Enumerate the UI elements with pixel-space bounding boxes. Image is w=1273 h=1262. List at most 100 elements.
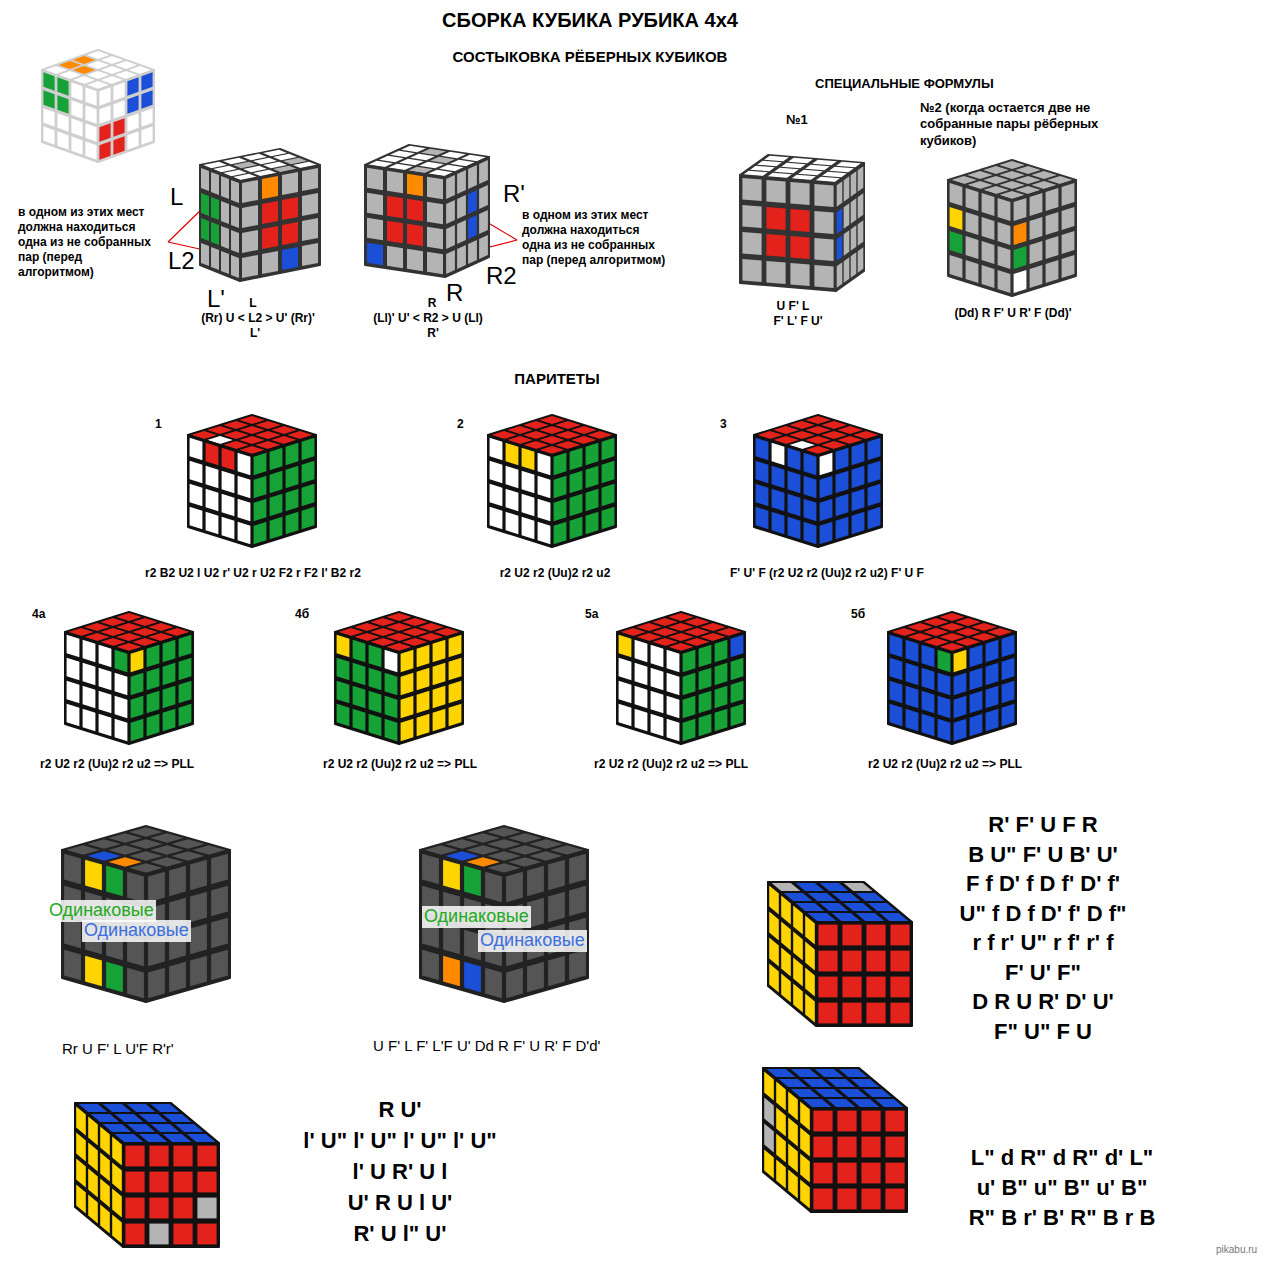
cube-sticker [457,245,466,269]
cube-sticker [270,448,283,470]
cube-sticker [890,977,909,998]
cube-sticker [353,686,366,708]
cube-sticker [844,230,850,256]
cube-sticker [100,618,126,626]
cube-sticker [954,719,967,741]
cube-sticker [756,461,769,483]
cube-sticker [85,123,96,141]
cube-face [445,157,489,277]
cube-face [129,632,193,744]
cube-sticker [839,1069,868,1077]
cube-sticker [132,618,158,626]
cube-sticker [370,618,396,626]
cube-sticker [286,512,299,534]
formula-text: F' L' F U' [738,314,858,328]
formula-text: U F' L [733,299,853,313]
cube-sticker [129,827,163,837]
cube-sticker [923,628,949,636]
cube-sticker [602,484,615,506]
cube-sticker [837,1137,856,1158]
cube-sticker [667,673,680,695]
cube-sticker [337,704,350,726]
cube-sticker [821,421,847,429]
cube-sticker [950,207,963,230]
cube-sticker [966,260,979,283]
cube-sticker [554,499,567,521]
move-letter: L2 [168,247,195,276]
cube-sticker [715,663,728,685]
cube-sticker [151,1104,180,1112]
cube-sticker [789,421,815,429]
cube-sticker [815,1089,844,1097]
cube-sticker [449,681,462,703]
cube-sticker [387,171,403,193]
cube-sticker [116,613,142,621]
cube-sticker [262,226,278,249]
cube-sticker [211,854,228,884]
move-letter: R [412,296,452,310]
cube-sticker [490,438,503,460]
case-number: 2 [457,417,464,431]
cube-sticker [113,118,124,136]
cube-sticker [286,443,299,465]
cube-sticker [800,1180,810,1209]
cube-sticker [99,668,112,690]
cube-face [768,882,816,1026]
cube-sticker [76,1107,86,1136]
cube-sticker [827,1079,856,1087]
same-label: Одинаковые [478,930,587,952]
parity-cube [65,612,193,744]
cube-sticker [468,240,477,264]
cube-sticker [966,212,979,235]
cube-sticker [221,201,229,224]
cube-sticker [999,181,1025,189]
cube-sticker [141,90,152,108]
cube-sticker [302,243,318,266]
cube-sticker [125,1198,144,1219]
cube-sticker [506,443,519,465]
cube-sticker [818,951,837,972]
cube-sticker [100,1179,110,1208]
cube-sticker [197,1172,216,1193]
cube-sticker [781,896,791,925]
cube-sticker [262,176,278,199]
cube-sticker [370,628,396,636]
formula-text: r2 U2 r2 (Uu)2 r2 u2 => PLL [868,757,1022,771]
cube-sticker [791,1069,820,1077]
cube-sticker [1046,212,1059,235]
cube-sticker [839,1089,868,1097]
cube-sticker [851,225,857,251]
special-cube [740,155,864,291]
cube-sticker [115,696,128,718]
cube-sticker [100,1153,110,1182]
page-title: СБОРКА КУБИКА РУБИКА 4x4 [310,8,870,32]
parity-cube [488,415,616,547]
cube-sticker [764,1124,774,1153]
cube-sticker [367,193,383,215]
formula-text: r2 U2 r2 (Uu)2 r2 u2 => PLL [40,757,194,771]
cube-face [200,165,240,281]
cube-sticker [206,512,219,534]
cube-sticker [998,198,1011,221]
cube-sticker [211,886,228,916]
cube-sticker [756,438,769,460]
cube-sticker [986,640,999,662]
cube-sticker [750,166,775,172]
cube-sticker [125,1224,144,1245]
move-letter: L' [207,285,225,314]
cube-sticker [538,522,551,544]
cube-sticker [83,663,96,685]
cube-sticker [231,255,239,278]
cube-sticker [479,185,488,209]
cube-sticker [302,507,315,529]
cube-sticker [804,522,817,544]
cube-sticker [829,167,854,173]
cube-sticker [906,709,919,731]
cube-sticker [861,1137,880,1158]
cube-sticker [651,645,664,667]
cube-sticker [190,956,207,986]
cube-sticker [699,668,712,690]
cube-sticker [99,691,112,713]
section-heading: ПАРИТЕТЫ [407,370,707,388]
cube-sticker [856,893,885,901]
